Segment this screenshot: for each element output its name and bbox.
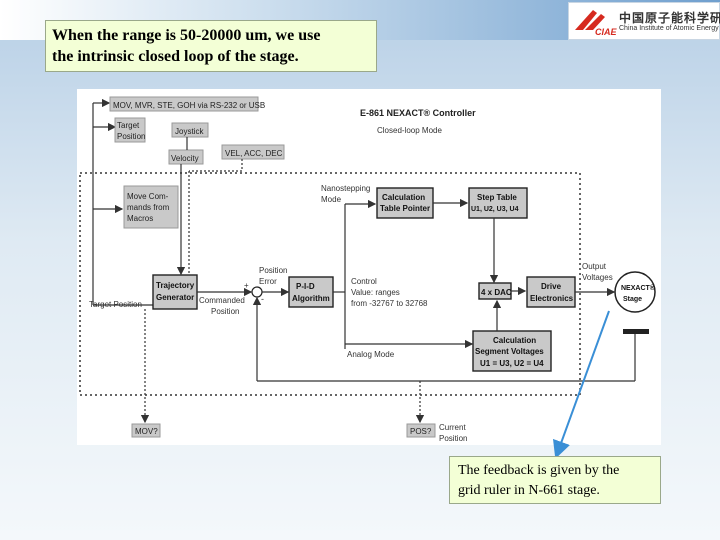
joystick-box (171, 122, 209, 138)
output-voltages-line-2: Voltages (582, 273, 613, 282)
logo-english-name: China Institute of Atomic Energy (619, 25, 719, 32)
controller-block-diagram: MOV, MVR, STE, GOH via RS-232 or USB Tar… (77, 89, 661, 445)
mov-query-box (131, 423, 161, 438)
trajectory-generator-box (152, 274, 198, 310)
trajectory-label-line-1: Trajectory (156, 281, 195, 290)
nanostepping-line-1: Nanostepping (321, 184, 370, 193)
control-value-line-1: Control (351, 277, 377, 286)
pos-query-box (406, 423, 436, 438)
pid-algorithm-box (288, 276, 334, 308)
vel-acc-dec-label: VEL, ACC, DEC (225, 149, 283, 158)
feedback-note-line-2: grid ruler in N-661 stage. (458, 483, 600, 498)
move-commands-line-2: mands from (127, 203, 170, 212)
grid-ruler-sensor (623, 329, 649, 334)
target-position-box-line-1: Target (117, 121, 140, 130)
range-note-line-1: When the range is 50-20000 um, we use (52, 27, 321, 44)
minus-sign: - (261, 294, 264, 304)
commanded-line-2: Position (211, 307, 239, 316)
stage-label-line-2: Stage (623, 296, 642, 303)
calc-table-line-1: Calculation (382, 193, 425, 202)
control-value-line-2: Value: ranges (351, 288, 400, 297)
ciae-logo-icon: CIAE (575, 10, 617, 37)
step-table-box (468, 187, 528, 219)
institute-logo: CIAE 中国原子能科学研究院 China Institute of Atomi… (568, 2, 720, 40)
target-position-box-line-2: Position (117, 132, 145, 141)
calc-segment-line-3: U1 = U3, U2 = U4 (480, 359, 544, 368)
feedback-note: The feedback is given by the grid ruler … (449, 456, 661, 504)
dac-label: 4 x DAC (481, 288, 512, 297)
pid-label-line-2: Algorithm (292, 294, 330, 303)
calc-segment-line-1: Calculation (493, 336, 536, 345)
block-diagram-svg: MOV, MVR, STE, GOH via RS-232 or USB Tar… (79, 96, 656, 443)
drive-electronics-box (526, 276, 576, 308)
plus-sign: + (244, 281, 249, 290)
position-error-line-2: Error (259, 277, 277, 286)
target-position-box (114, 117, 146, 143)
move-commands-box (123, 185, 179, 229)
pid-label-line-1: P-I-D (296, 282, 315, 291)
logo-chinese-name: 中国原子能科学研究院 (619, 11, 720, 25)
step-table-line-2: U1, U2, U3, U4 (471, 206, 519, 213)
calc-segment-line-2: Segment Voltages (475, 347, 544, 356)
nanostepping-line-2: Mode (321, 195, 342, 204)
move-commands-line-3: Macros (127, 214, 153, 223)
mov-query-label: MOV? (135, 427, 158, 436)
target-position-label: Target Position (89, 300, 142, 309)
output-voltages-line-1: Output (582, 262, 607, 271)
drive-label-line-2: Electronics (530, 294, 574, 303)
calc-table-line-2: Table Pointer (380, 204, 430, 213)
diagram-title: E-861 NEXACT® Controller (360, 108, 476, 118)
commanded-line-1: Commanded (199, 296, 245, 305)
range-note-line-2: the intrinsic closed loop of the stage. (52, 48, 299, 65)
velocity-box (168, 149, 204, 165)
stage-label-line-1: NEXACT® (621, 284, 656, 292)
nexact-stage-circle (614, 271, 656, 313)
velocity-label: Velocity (171, 154, 199, 163)
joystick-label: Joystick (175, 127, 204, 136)
current-position-line-2: Position (439, 434, 467, 443)
move-commands-line-1: Move Com- (127, 192, 169, 201)
pos-query-label: POS? (410, 427, 432, 436)
mov-command-box (109, 96, 259, 112)
current-position-line-1: Current (439, 423, 466, 432)
vel-acc-dec-box (221, 144, 285, 160)
controller-boundary (79, 172, 581, 396)
feedback-note-line-1: The feedback is given by the (458, 463, 620, 478)
summing-junction (251, 286, 263, 298)
trajectory-label-line-2: Generator (156, 293, 194, 302)
calc-segment-voltages-box (472, 330, 552, 372)
mov-command-label: MOV, MVR, STE, GOH via RS-232 or USB (113, 101, 265, 110)
position-error-line-1: Position (259, 266, 287, 275)
logo-mark-text: CIAE (595, 27, 617, 37)
analog-mode-label: Analog Mode (347, 350, 395, 359)
range-note: When the range is 50-20000 um, we use th… (45, 20, 377, 72)
drive-label-line-1: Drive (541, 282, 562, 291)
diagram-subtitle: Closed-loop Mode (377, 126, 442, 135)
step-table-line-1: Step Table (477, 193, 517, 202)
control-value-line-3: from -32767 to 32768 (351, 299, 428, 308)
